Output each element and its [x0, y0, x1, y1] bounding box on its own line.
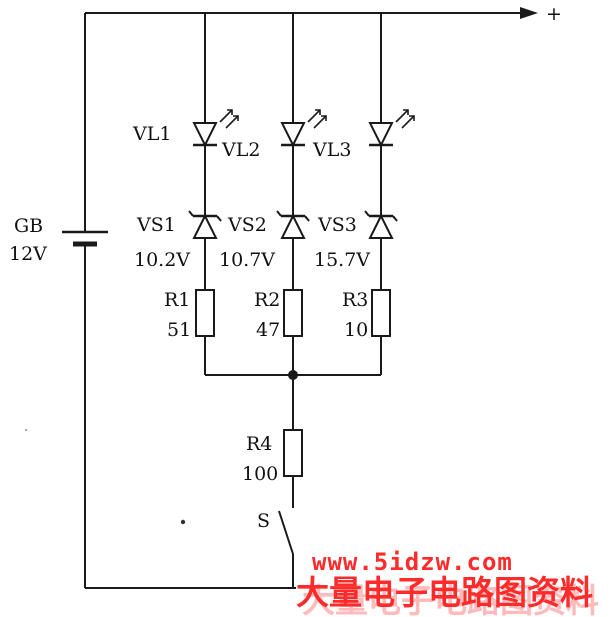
branch-1	[188, 13, 239, 375]
led-vl2-label: VL2	[221, 139, 260, 161]
resistor-r3-label: R3	[342, 289, 368, 311]
resistor-r4-value: 100	[242, 463, 278, 485]
led-vl3-label: VL3	[312, 139, 351, 161]
zener-vs2-label: VS2	[227, 214, 267, 236]
resistor-r1-label: R1	[164, 289, 190, 311]
battery-name: GB	[14, 215, 43, 237]
watermark-cn: 大量电子电路图资料	[296, 573, 593, 612]
resistor-r1-value: 51	[167, 319, 191, 341]
positive-terminal-label: +	[546, 3, 562, 25]
common-branch	[205, 370, 381, 588]
zener-vs3-voltage: 15.7V	[314, 249, 370, 271]
zener-vs3-label: VS3	[317, 214, 357, 236]
resistor-r2-label: R2	[254, 289, 280, 311]
resistor-r2-value: 47	[256, 319, 280, 341]
speck	[180, 519, 186, 525]
zener-vs1-voltage: 10.2V	[134, 249, 190, 271]
speck	[25, 429, 27, 431]
battery-gb	[62, 13, 108, 588]
watermark-url: www.5idzw.com	[312, 548, 513, 576]
resistor-r3-value: 10	[344, 319, 368, 341]
top-rail	[85, 7, 538, 19]
led-vl1-label: VL1	[132, 123, 171, 145]
zener-vs1-label: VS1	[136, 214, 176, 236]
branch-2	[276, 13, 327, 375]
resistor-r4-label: R4	[246, 433, 272, 455]
branch-3	[364, 13, 415, 375]
zener-vs2-voltage: 10.7V	[219, 249, 275, 271]
switch-label: S	[257, 510, 270, 532]
battery-voltage: 12V	[9, 243, 47, 265]
watermark-cn-shadow: 大量电子电路图资料	[302, 581, 599, 617]
